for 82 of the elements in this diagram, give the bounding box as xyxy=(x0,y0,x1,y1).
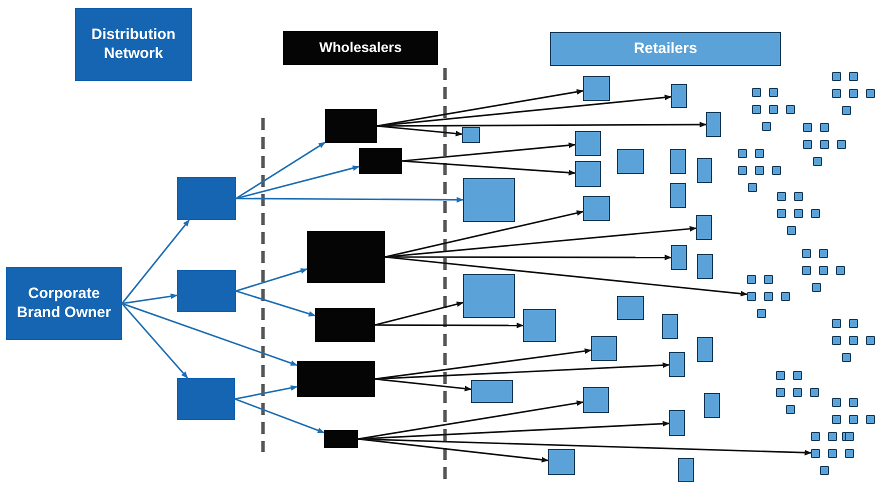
arrow xyxy=(236,197,464,203)
retailer-box xyxy=(706,112,721,137)
distributor-box xyxy=(177,378,235,420)
retailer-box xyxy=(548,449,575,475)
store-cluster-drawing xyxy=(776,371,819,414)
arrow xyxy=(374,378,472,392)
arrow xyxy=(358,438,549,463)
distributor-box xyxy=(177,270,236,312)
arrow xyxy=(122,294,178,304)
arrow xyxy=(384,210,584,258)
wholesaler-box xyxy=(324,430,358,448)
retailer-box xyxy=(471,380,513,403)
retailer-box xyxy=(670,149,686,174)
distributor-box xyxy=(177,177,236,220)
arrow xyxy=(376,125,463,136)
arrow xyxy=(377,122,707,128)
arrow xyxy=(384,256,748,296)
arrow xyxy=(402,142,576,162)
retailer-box xyxy=(583,196,610,221)
retailer-box xyxy=(697,158,712,183)
arrow xyxy=(402,160,576,176)
retailer-box xyxy=(583,76,610,101)
retailer-box xyxy=(523,309,556,342)
retailer-box xyxy=(670,183,686,208)
retailer-box xyxy=(463,274,515,318)
wholesaler-box xyxy=(359,148,402,174)
header-text: Distribution Network xyxy=(90,26,177,64)
retailer-box xyxy=(678,458,694,482)
header-text: Corporate Brand Owner xyxy=(16,284,112,322)
retailer-box xyxy=(617,296,644,320)
arrow xyxy=(376,89,584,127)
retailer-box xyxy=(575,161,601,187)
store-cluster-drawing xyxy=(832,319,875,362)
arrow xyxy=(122,302,298,366)
arrow xyxy=(236,268,308,292)
arrow xyxy=(358,400,584,440)
retailer-box xyxy=(697,337,713,362)
arrow xyxy=(121,219,190,304)
arrow xyxy=(234,385,298,400)
store-cluster-drawing xyxy=(832,72,875,115)
category-header xyxy=(283,31,438,65)
retailer-box xyxy=(583,387,609,413)
retailer-box xyxy=(669,352,685,377)
header-text: Wholesalers xyxy=(318,39,403,57)
retailer-box xyxy=(671,245,687,270)
store-cluster-drawing xyxy=(803,123,846,166)
category-header xyxy=(6,267,122,340)
arrow xyxy=(358,420,670,440)
retailer-box xyxy=(463,178,515,222)
store-cluster-drawing xyxy=(747,275,790,318)
retailer-box xyxy=(671,84,687,108)
store-cluster-drawing xyxy=(738,149,781,192)
arrow xyxy=(385,254,672,260)
retailer-box xyxy=(662,314,678,339)
store-cluster-drawing xyxy=(811,432,854,475)
wholesaler-box xyxy=(297,361,375,397)
arrow xyxy=(234,398,325,434)
store-cluster-drawing xyxy=(777,192,820,235)
retailer-box xyxy=(575,131,601,156)
arrow xyxy=(236,142,326,200)
store-cluster-drawing xyxy=(802,249,845,292)
wholesaler-box xyxy=(307,231,385,283)
retailer-box xyxy=(617,149,644,174)
arrow xyxy=(236,290,316,316)
retailer-box xyxy=(697,254,713,279)
arrow xyxy=(374,362,670,380)
category-header xyxy=(550,32,781,66)
category-header xyxy=(75,8,192,81)
retailer-box xyxy=(591,336,617,361)
wholesaler-box xyxy=(325,109,377,143)
arrow xyxy=(358,438,812,456)
wholesaler-box xyxy=(315,308,375,342)
header-text: Retailers xyxy=(632,40,698,58)
retailer-box xyxy=(704,393,720,418)
arrow xyxy=(375,322,524,328)
arrow xyxy=(374,301,464,326)
arrow xyxy=(121,302,188,379)
arrow xyxy=(236,165,360,200)
retailer-box xyxy=(462,127,480,143)
store-cluster-drawing xyxy=(752,88,795,131)
retailer-box xyxy=(696,215,712,240)
retailer-box xyxy=(669,410,685,436)
